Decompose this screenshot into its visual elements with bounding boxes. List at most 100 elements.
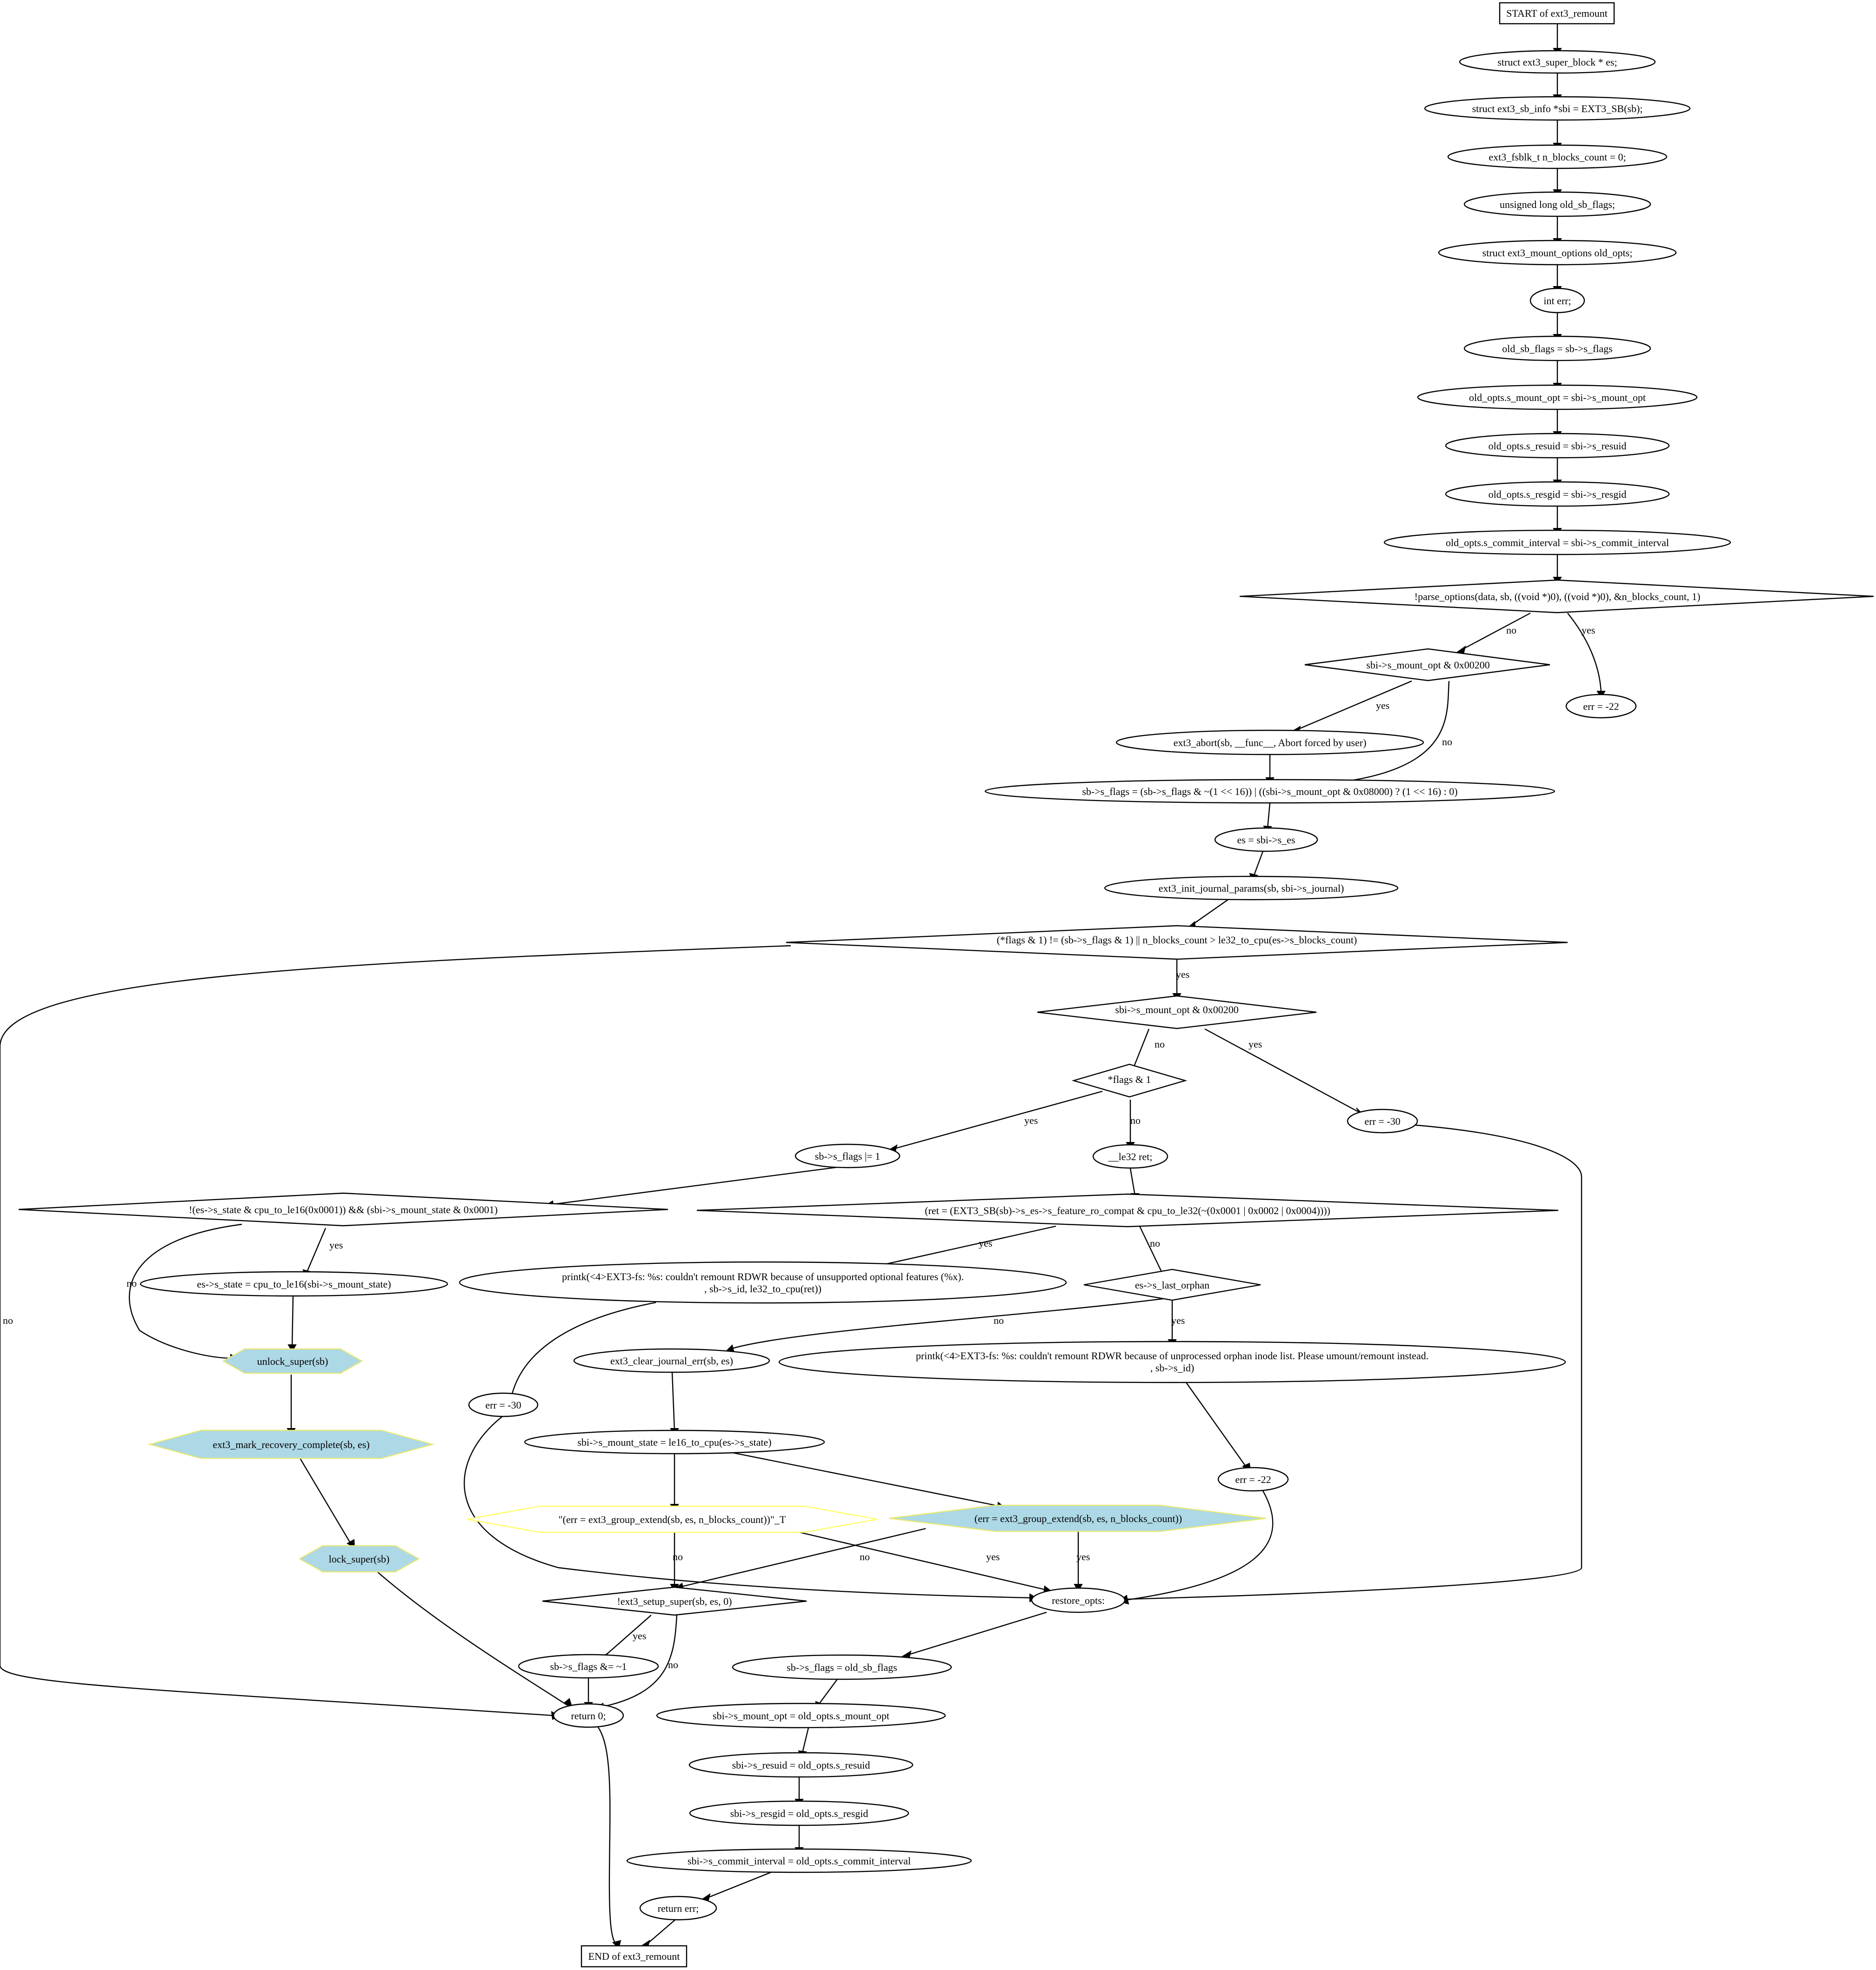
node-n18: es->s_state = cpu_to_le16(sbi->s_mount_s… (140, 1271, 448, 1297)
node-n27: sbi->s_resuid = old_opts.s_resuid (688, 1752, 914, 1778)
edge-c3alt-n23-yes (781, 1527, 1047, 1591)
node-n29: sbi->s_commit_interval = old_opts.s_comm… (626, 1848, 972, 1873)
statement-ellipse (1463, 335, 1651, 361)
decision-label: es->s_last_orphan (1135, 1279, 1209, 1291)
decision-diamond (1239, 579, 1874, 614)
statement-label: sb->s_flags |= 1 (815, 1150, 880, 1162)
decision-diamond (542, 1586, 807, 1616)
nodes: START of ext3_remount struct ext3_super_… (18, 2, 1874, 1968)
statement-ellipse (1445, 433, 1670, 459)
statement-label: ext3_abort(sb, __func__, Abort forced by… (1174, 737, 1367, 748)
statement-label: printk(<4>EXT3-fs: %s: couldn't remount … (562, 1271, 964, 1282)
statement-label: struct ext3_sb_info *sbi = EXT3_SB(sb); (1472, 103, 1643, 114)
node-n24: sb->s_flags &= ~1 (518, 1654, 659, 1679)
edge-label-no: no (860, 1551, 870, 1563)
edge-d9-n24-yes (604, 1615, 652, 1656)
node-n15: ext3_init_journal_params(sb, sbi->s_jour… (1104, 875, 1399, 901)
edge-e30b-n23 (463, 1416, 1032, 1599)
edge-n14-n15 (1253, 851, 1264, 877)
call-hexagon (147, 1429, 435, 1459)
decision-label: sbi->s_mount_opt & 0x00200 (1366, 659, 1489, 671)
statement-ellipse (1438, 240, 1677, 266)
decision-d9: !ext3_setup_super(sb, es, 0) (542, 1586, 807, 1616)
node-n3: ext3_fsblk_t n_blocks_count = 0; (1447, 144, 1668, 169)
edge-label-no: no (673, 1551, 683, 1563)
node-e22b: err = -22 (1217, 1467, 1289, 1492)
edge-label-no: no (3, 1315, 13, 1326)
end-node: END of ext3_remount (581, 1945, 688, 1968)
edge-label-no: no (1442, 736, 1452, 748)
statement-ellipse (468, 1392, 539, 1417)
statement-label: err = -30 (1364, 1115, 1400, 1127)
statement-label: err = -30 (485, 1399, 521, 1411)
edge-label-no: no (1150, 1237, 1160, 1249)
edge-c3-d9-no (679, 1528, 926, 1588)
decision-d2: sbi->s_mount_opt & 0x00200 (1304, 648, 1550, 681)
statement-ellipse (1347, 1109, 1418, 1134)
edge-d2-n13-no (1321, 681, 1450, 785)
edge-n17-d7 (1129, 1168, 1136, 1196)
decision-d4: sbi->s_mount_opt & 0x00200 (1037, 995, 1317, 1029)
return-label: return err; (658, 1903, 699, 1914)
decision-diamond (1037, 995, 1317, 1029)
edge-n18-c1 (291, 1296, 294, 1347)
statement-ellipse (1104, 875, 1399, 901)
node-rerr: return err; (639, 1896, 717, 1921)
call-hexagon (298, 1545, 420, 1573)
edge-label-yes: yes (1076, 1551, 1090, 1563)
edge-r0-end (597, 1726, 617, 1945)
statement-label-continued: , sb->s_id, le32_to_cpu(ret)) (704, 1283, 821, 1295)
statement-label: old_opts.s_commit_interval = sbi->s_comm… (1446, 537, 1669, 548)
decision-diamond (786, 925, 1568, 960)
statement-label: sbi->s_mount_opt = old_opts.s_mount_opt (713, 1710, 889, 1722)
node-n21: printk(<4>EXT3-fs: %s: couldn't remount … (778, 1341, 1566, 1383)
call-node-lock-super: lock_super(sb) (298, 1545, 420, 1573)
statement-ellipse (1463, 191, 1651, 217)
node-r0: return 0; (553, 1703, 624, 1728)
statement-ellipse (140, 1271, 448, 1297)
call-node-group-extend-alt: "(err = ext3_group_extend(sb, es, n_bloc… (467, 1505, 878, 1533)
statement-label: struct ext3_mount_options old_opts; (1482, 247, 1633, 259)
statement-ellipse (689, 1800, 909, 1826)
node-n5: struct ext3_mount_options old_opts; (1438, 240, 1677, 266)
edge-d1-e22a-yes (1567, 613, 1602, 694)
statement-ellipse (656, 1703, 946, 1729)
call-label: lock_super(sb) (329, 1553, 390, 1565)
statement-label: es->s_state = cpu_to_le16(sbi->s_mount_s… (197, 1278, 391, 1290)
statement-label: ext3_clear_journal_err(sb, es) (610, 1355, 733, 1367)
edge-d6-n18-yes (306, 1228, 327, 1272)
node-n17: __le32 ret; (1092, 1144, 1168, 1169)
edge-d7-d8-no (1139, 1226, 1164, 1275)
edge-n29-rerr (707, 1871, 773, 1899)
statement-ellipse (1447, 144, 1668, 169)
statement-label: int err; (1543, 295, 1571, 307)
call-node-unlock-super: unlock_super(sb) (222, 1348, 363, 1374)
statement-ellipse (1459, 50, 1656, 74)
end-box (581, 1945, 688, 1968)
node-n12: ext3_abort(sb, __func__, Abort forced by… (1115, 729, 1424, 755)
statement-ellipse (794, 1143, 901, 1169)
edge-rerr-end (646, 1918, 677, 1945)
start-node: START of ext3_remount (1499, 2, 1615, 25)
statement-label: ext3_init_journal_params(sb, sbi->s_jour… (1159, 882, 1344, 894)
edge-c2-c4 (299, 1458, 352, 1545)
decision-diamond (1071, 1063, 1188, 1098)
edge-d2-n12-yes (1295, 680, 1412, 731)
statement-ellipse (984, 779, 1556, 804)
start-label: START of ext3_remount (1506, 7, 1608, 19)
decision-label: (ret = (EXT3_SB(sb)->s_es->s_feature_ro_… (925, 1205, 1330, 1216)
edge-d4-e30a-yes (1204, 1028, 1359, 1113)
decision-label: !(es->s_state & cpu_to_le16(0x0001)) && … (189, 1204, 498, 1215)
edge-label-yes: yes (1024, 1115, 1038, 1126)
edge-label-no: no (1130, 1115, 1141, 1126)
decision-diamond (1304, 648, 1550, 681)
node-n16: sb->s_flags |= 1 (794, 1143, 901, 1169)
node-e30a: err = -30 (1347, 1109, 1418, 1134)
statement-label: ext3_fsblk_t n_blocks_count = 0; (1489, 151, 1626, 163)
statement-label: es = sbi->s_es (1237, 834, 1295, 846)
decision-d7: (ret = (EXT3_SB(sb)->s_es->s_feature_ro_… (696, 1193, 1559, 1228)
decision-diamond (696, 1193, 1559, 1228)
edge-n13-n14 (1267, 802, 1271, 828)
edge-label-no: no (127, 1277, 137, 1289)
statement-label: sb->s_flags = (sb->s_flags & ~(1 << 16))… (1082, 786, 1457, 797)
